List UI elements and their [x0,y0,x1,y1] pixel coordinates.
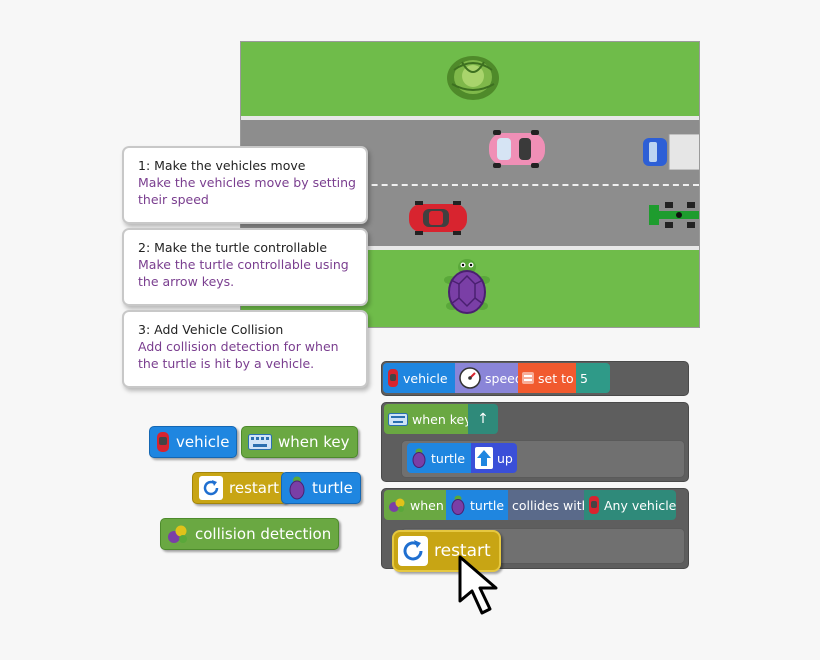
block-label: vehicle [176,433,230,451]
turtle-icon [450,495,466,515]
chip-label: Any vehicle [604,497,677,513]
turtle-icon [411,448,427,468]
chip-label: when [410,497,444,513]
block-label: turtle [312,479,353,497]
step-title: 1: Make the vehicles move [138,158,306,173]
speedometer-icon [459,367,481,389]
car-icon [588,495,600,515]
set-to-chip[interactable]: set to [518,363,576,393]
speed-chip[interactable]: speed [455,363,523,393]
key-select[interactable]: ↑ [468,404,498,434]
collides-with-chip[interactable]: collides with [508,490,590,520]
step-description: Add collision detection for when the tur… [138,339,339,371]
chip-label: vehicle [403,370,448,386]
palette-vehicle-block[interactable]: vehicle [149,426,238,458]
step-description: Make the turtle controllable using the a… [138,257,349,289]
vehicle-chip[interactable]: vehicle [383,363,455,393]
up-arrow-icon [475,447,493,469]
turtle-icon [288,476,306,500]
car-icon [156,431,170,453]
pointer-cursor-icon [458,555,498,615]
car-icon [643,134,699,170]
chip-label: set to [538,370,574,386]
any-vehicle-chip[interactable]: Any vehicle [584,490,676,520]
turtle-chip[interactable]: turtle [446,490,508,520]
step-title: 3: Add Vehicle Collision [138,322,284,337]
palette-turtle-block[interactable]: turtle [281,472,361,504]
turtle-chip[interactable]: turtle [407,443,471,473]
collision-icon [167,524,189,544]
restart-block-dragging[interactable]: restart [392,530,501,572]
tutorial-step-1[interactable]: 1: Make the vehicles move Make the vehic… [122,146,368,224]
direction-chip[interactable]: up [471,443,517,473]
palette-collision-block[interactable]: collision detection [160,518,340,550]
equals-icon [522,372,534,384]
chip-label: turtle [431,450,466,466]
step-description: Make the vehicles move by setting their … [138,175,356,207]
cabbage-icon [447,56,499,100]
chip-label: turtle [470,497,505,513]
car-icon [489,130,545,168]
arrow-up-key: ↑ [477,411,489,427]
chip-label: when key [412,411,472,427]
block-label: when key [278,433,350,451]
chip-label: up [497,450,513,466]
keyboard-icon [388,412,408,426]
block-label: restart [229,479,280,497]
restart-icon [398,536,428,566]
car-icon [649,202,699,228]
chip-label: speed [485,370,523,386]
chip-label: collides with [512,497,590,513]
restart-icon [199,476,223,500]
when-key-chip[interactable]: when key [384,404,472,434]
lane-divider [241,184,699,186]
block-label: collision detection [195,525,332,543]
step-title: 2: Make the turtle controllable [138,240,328,255]
turtle-icon [444,259,490,314]
car-icon [387,368,399,388]
collision-icon [388,497,406,513]
keyboard-icon [248,434,272,450]
when-chip[interactable]: when [384,490,446,520]
palette-when-key-block[interactable]: when key [241,426,358,458]
tutorial-step-2[interactable]: 2: Make the turtle controllable Make the… [122,228,368,306]
speed-value: 5 [580,370,588,386]
palette-restart-block[interactable]: restart [192,472,288,504]
car-icon [409,201,467,235]
value-input[interactable]: 5 [576,363,610,393]
tutorial-step-3[interactable]: 3: Add Vehicle Collision Add collision d… [122,310,368,388]
block-label: restart [434,541,491,561]
